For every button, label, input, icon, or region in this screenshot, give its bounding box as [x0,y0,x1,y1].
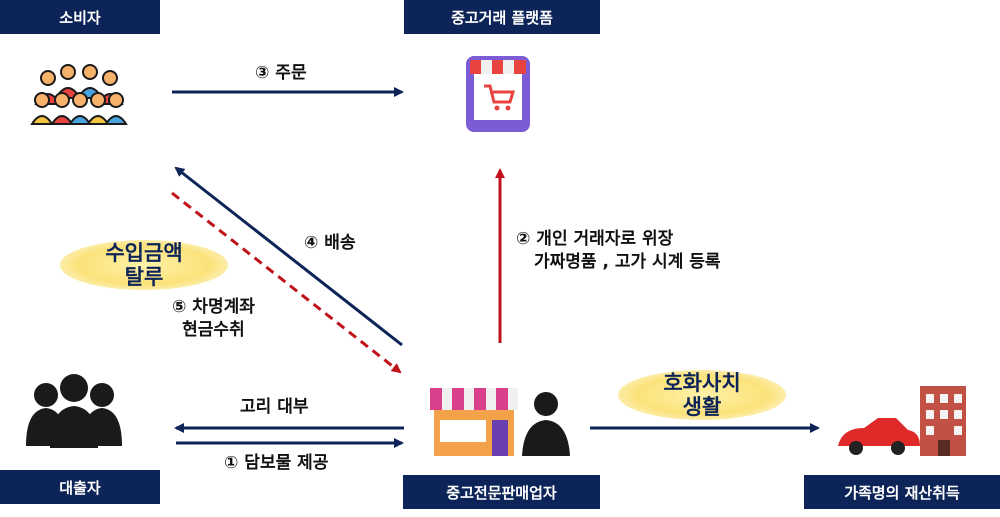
disguise-label: ② 개인 거래자로 위장 가짜명품 , 고가 시계 등록 [516,228,721,274]
platform-label: 중고거래 플랫폼 [404,0,600,34]
income-callout-bg [60,240,228,290]
dealer-label: 중고전문판매업자 [403,475,600,509]
luxury-life-callout: 호화사치 생활 [618,371,786,419]
order-label: ③ 주문 [255,63,307,83]
people-silhouette-icon [26,374,122,448]
collateral-label: ① 담보물 제공 [224,453,329,473]
mobile-shop-icon [466,56,530,132]
luxury-callout-line2: 생활 [682,395,722,419]
borrowed-account-label: ⑤ 차명계좌 현금수취 [172,296,255,342]
disguise-line1: ② 개인 거래자로 위장 [516,229,674,249]
dealer-shop-icon [430,388,570,456]
delivery-arrow [174,166,403,347]
disguise-line2: 가짜명품 , 고가 시계 등록 [534,252,721,272]
account-line1: ⑤ 차명계좌 [172,297,255,317]
income-callout-line1: 수입금액 [105,241,183,265]
loan-label: 고리 대부 [240,397,309,417]
luxury-callout-line1: 호화사치 [663,371,741,395]
luxury-callout-bg [618,370,786,420]
income-evasion-callout: 수입금액 탈루 [60,241,228,289]
cash-receipt-arrow [171,191,402,374]
income-callout-line2: 탈루 [124,265,164,289]
car-building-icon [838,386,966,456]
account-line2: 현금수취 [182,320,245,340]
lender-label: 대출자 [0,470,160,504]
crowd-icon [30,64,128,125]
delivery-label: ④ 배송 [304,233,356,253]
consumer-label: 소비자 [0,0,160,34]
family-asset-label: 가족명의 재산취득 [804,475,1000,509]
